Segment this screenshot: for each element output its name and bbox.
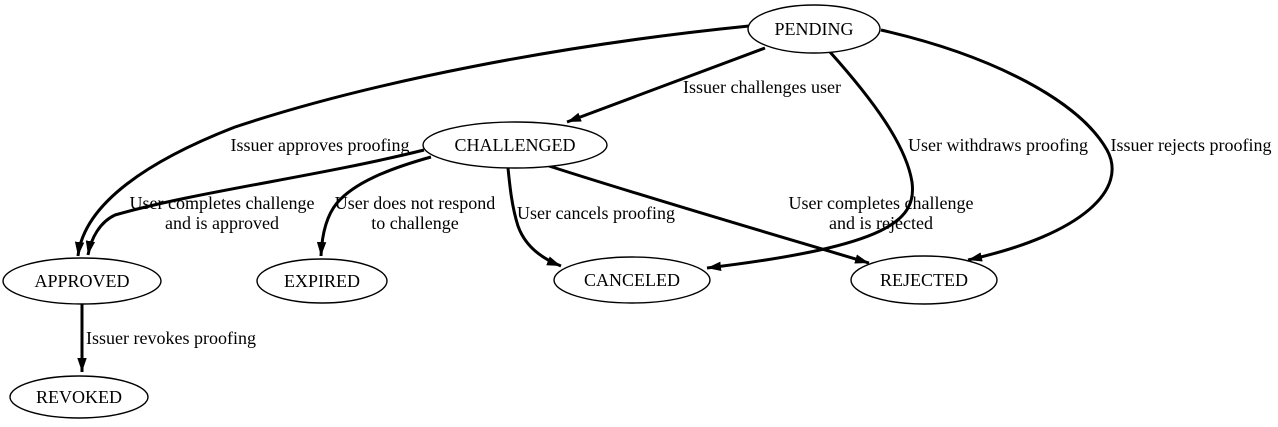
node-challenged-label: CHALLENGED [455, 135, 576, 155]
node-revoked: REVOKED [9, 375, 149, 419]
edge-label-user-withdraws-proofing: User withdraws proofing [908, 135, 1088, 155]
node-rejected-ellipse [850, 255, 998, 305]
edge-label-completes-challenge-rejected-line2: and is rejected [829, 213, 933, 233]
node-rejected: REJECTED [850, 255, 998, 305]
node-canceled: CANCELED [553, 256, 711, 304]
edge-label-completes-challenge-approved-line1: User completes challenge [130, 193, 315, 213]
edge-challenged-to-approved [85, 148, 425, 256]
node-pending: PENDING [747, 4, 881, 54]
node-revoked-ellipse [9, 375, 149, 419]
node-expired-label: EXPIRED [284, 271, 360, 291]
node-challenged-ellipse [422, 121, 608, 169]
node-canceled-ellipse [553, 256, 711, 304]
node-expired-ellipse [256, 258, 388, 304]
node-approved: APPROVED [2, 257, 162, 305]
node-challenged: CHALLENGED [422, 121, 608, 169]
node-canceled-label: CANCELED [584, 270, 680, 290]
edge-label-issuer-challenges-user: Issuer challenges user [683, 77, 841, 97]
edge-label-issuer-approves-proofing: Issuer approves proofing [231, 135, 410, 155]
edge-label-completes-challenge-rejected-line1: User completes challenge [789, 193, 974, 213]
node-pending-label: PENDING [775, 19, 854, 39]
edge-pending-to-approved [74, 24, 750, 257]
edge-label-does-not-respond-line2: to challenge [371, 213, 458, 233]
edge-pending-to-rejected [880, 28, 1114, 262]
edge-label-issuer-revokes-proofing: Issuer revokes proofing [86, 328, 256, 348]
node-pending-ellipse [747, 4, 881, 54]
node-expired: EXPIRED [256, 258, 388, 304]
edge-challenged-to-canceled [506, 167, 562, 268]
node-rejected-label: REJECTED [880, 270, 968, 290]
node-revoked-label: REVOKED [36, 387, 122, 407]
edge-challenged-to-expired [316, 155, 432, 257]
edge-label-does-not-respond-line1: User does not respond [335, 193, 495, 213]
edge-pending-to-canceled [706, 50, 915, 271]
edge-challenged-to-rejected [548, 164, 870, 265]
edge-label-issuer-rejects-proofing: Issuer rejects proofing [1111, 135, 1272, 155]
edge-label-user-cancels-proofing: User cancels proofing [517, 203, 675, 223]
node-approved-label: APPROVED [34, 271, 129, 291]
node-approved-ellipse [2, 257, 162, 305]
edge-label-completes-challenge-approved-line2: and is approved [165, 213, 279, 233]
edge-pending-to-challenged [566, 46, 766, 124]
